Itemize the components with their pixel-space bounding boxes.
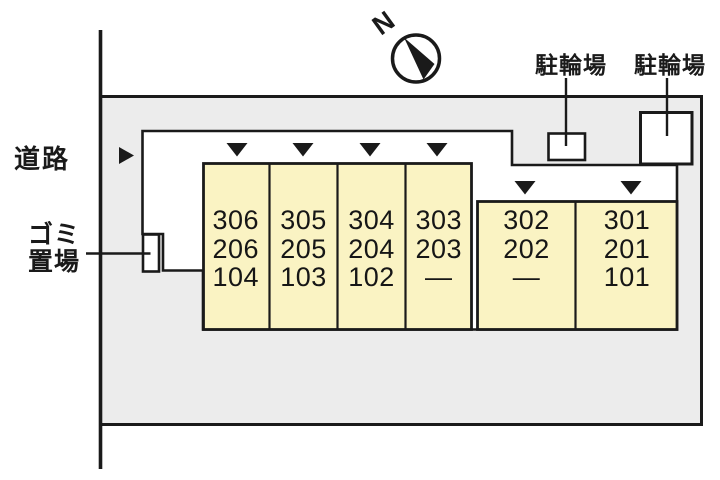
unit-number: 305 — [280, 205, 327, 235]
building-block-east — [476, 200, 679, 331]
unit-number: — — [512, 262, 541, 292]
entrance-marker-icon — [620, 181, 642, 195]
unit-number: 103 — [280, 262, 327, 292]
road-arrow-icon — [119, 147, 134, 164]
unit-number: 205 — [280, 233, 327, 264]
entrance-marker-icon — [359, 143, 381, 157]
unit-stack-304: 304 204 102 — [338, 206, 406, 292]
unit-number: 101 — [603, 262, 651, 292]
entrance-marker-icon — [426, 143, 448, 157]
road-label: 道路 — [14, 144, 71, 174]
unit-number: 306 — [212, 205, 260, 235]
unit-number: — — [425, 262, 453, 292]
unit-number: 202 — [503, 233, 550, 264]
unit-number: 201 — [603, 233, 651, 264]
unit-stack-302: 302 202 — — [477, 206, 576, 292]
entrance-marker-icon — [292, 143, 314, 157]
unit-number: 203 — [415, 233, 463, 264]
unit-stack-305: 305 205 103 — [270, 206, 338, 292]
unit-number: 204 — [348, 233, 395, 264]
garbage-label-line2: 置場 — [27, 248, 80, 276]
entrance-marker-icon — [514, 181, 536, 195]
compass-icon — [390, 33, 442, 84]
garbage-area-label: ゴミ 置場 — [22, 222, 86, 276]
unit-number: 102 — [348, 262, 395, 292]
unit-number: 302 — [503, 205, 550, 235]
unit-number: 301 — [603, 205, 651, 235]
bicycle-parking-label-left: 駐輪場 — [535, 52, 607, 78]
unit-number: 104 — [212, 262, 260, 292]
bicycle-parking-label-right: 駐輪場 — [634, 52, 706, 78]
unit-stack-301: 301 201 101 — [577, 206, 677, 292]
unit-number: 206 — [212, 233, 260, 264]
unit-number: 303 — [415, 205, 463, 235]
unit-number: 304 — [348, 205, 395, 235]
unit-stack-303: 303 203 — — [406, 206, 473, 292]
garbage-label-line1: ゴミ — [27, 221, 80, 249]
unit-stack-306: 306 206 104 — [202, 206, 270, 292]
entrance-marker-icon — [226, 143, 248, 157]
